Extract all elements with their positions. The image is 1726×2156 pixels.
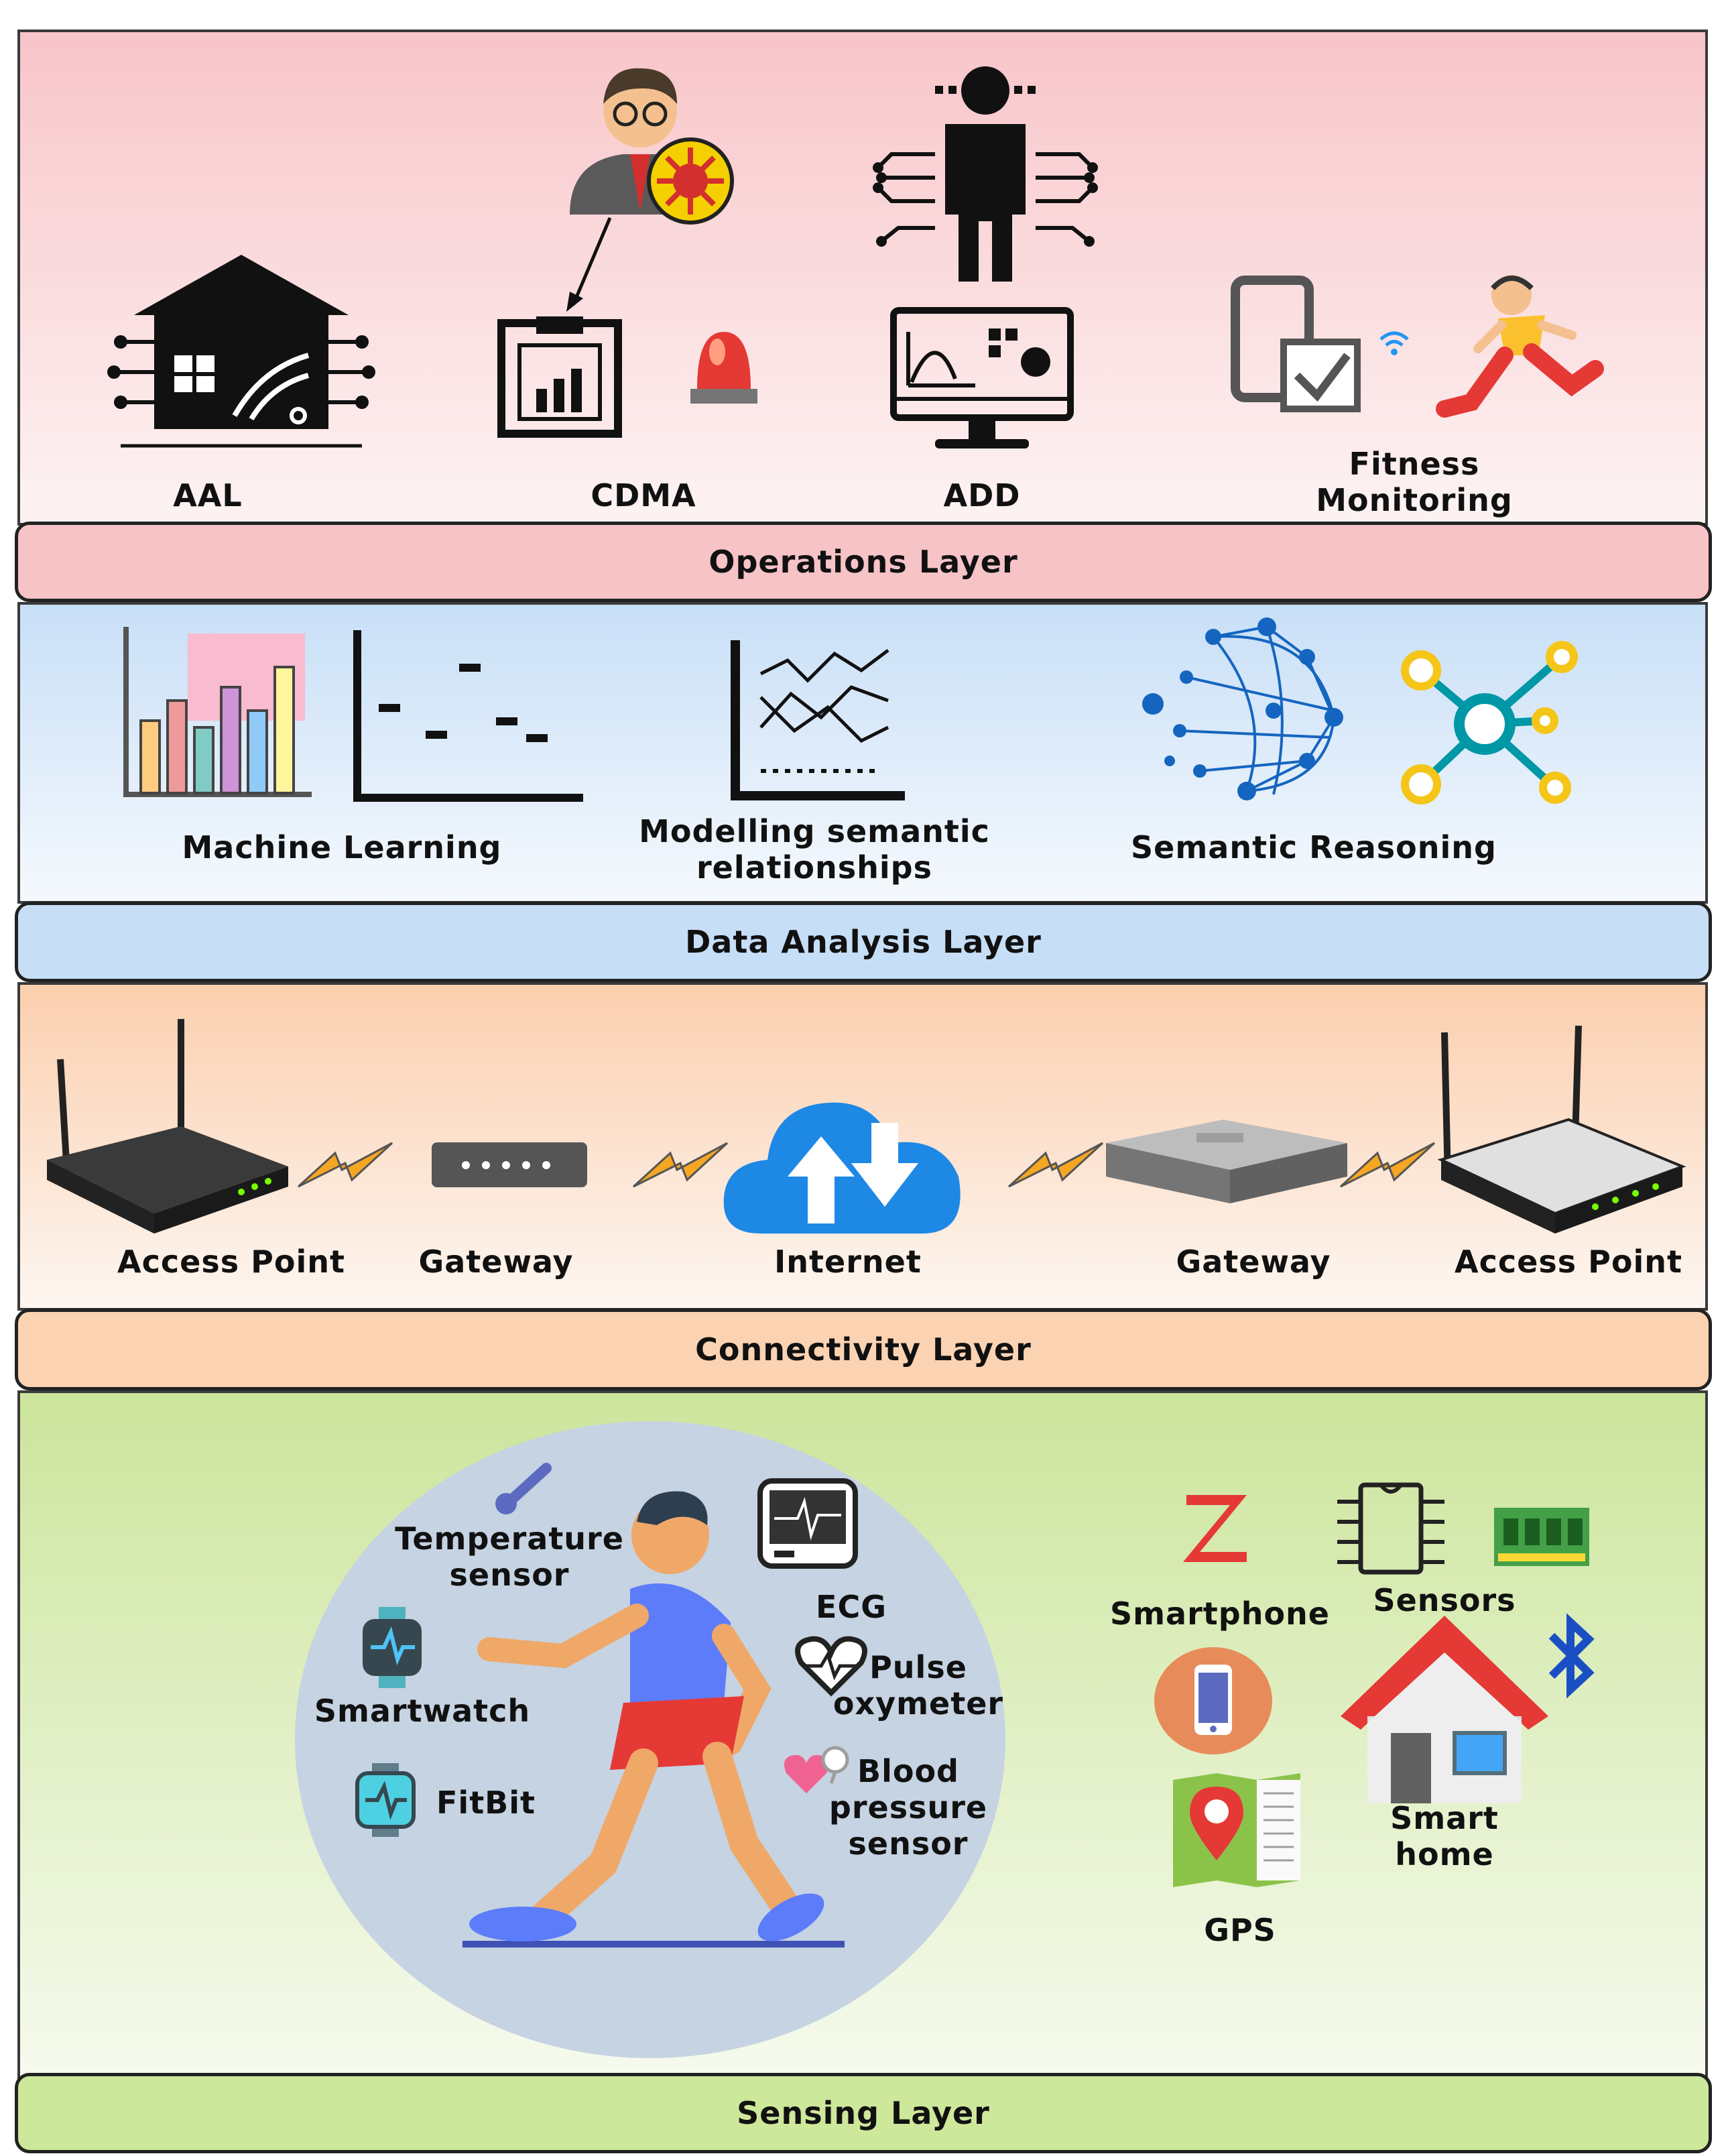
- fitness-monitoring-label: Fitness Monitoring: [1316, 446, 1513, 518]
- cdma-label: CDMA: [591, 477, 696, 514]
- thermometer-icon: [495, 1463, 552, 1514]
- lightning-icon-4: [1339, 1142, 1436, 1188]
- access-point-label-right: Access Point: [1455, 1244, 1682, 1280]
- lightning-icon-2: [632, 1142, 729, 1188]
- wifi-icon: [1379, 331, 1409, 355]
- smart-house-icon: [107, 255, 375, 448]
- data-analysis-layer-bar: Data Analysis Layer: [15, 902, 1712, 982]
- chip-icon: [1337, 1482, 1444, 1575]
- add-label: ADD: [943, 477, 1021, 514]
- blood-pressure-label: Blood pressure sensor: [828, 1753, 988, 1862]
- runner-icon: [1436, 275, 1604, 418]
- sensors-label: Sensors: [1373, 1582, 1516, 1618]
- internet-label: Internet: [774, 1244, 922, 1280]
- smart-home-label: Smart home: [1390, 1800, 1499, 1872]
- monitor-chart-icon: [890, 307, 1074, 448]
- arrow-icon: [566, 217, 612, 312]
- access-point-label-left: Access Point: [117, 1244, 345, 1280]
- router-icon: [47, 1019, 288, 1234]
- blood-pressure-icon: [784, 1746, 849, 1793]
- lightning-icon: [297, 1142, 393, 1188]
- bar-chart-icon: [123, 627, 312, 797]
- smartphone-label: Smartphone: [1109, 1596, 1330, 1632]
- ecg-label: ECG: [816, 1589, 887, 1625]
- network-globe-icon: [1142, 617, 1343, 800]
- phone-check-icon: [1231, 276, 1361, 412]
- z-logo-icon: [1183, 1495, 1247, 1562]
- gateway-server-icon: [1106, 1120, 1347, 1203]
- smartwatch-label: Smartwatch: [314, 1693, 531, 1729]
- bluetooth-icon: [1548, 1613, 1595, 1699]
- router-icon-right: [1437, 1025, 1686, 1234]
- modelling-semantic-label: Modelling semantic relationships: [639, 813, 990, 886]
- heart-icon: [795, 1636, 867, 1697]
- gateway-label-left: Gateway: [418, 1244, 574, 1280]
- scatter-plot-icon: [353, 630, 583, 802]
- alarm-light-icon: [690, 332, 757, 404]
- trend-chart-icon: [731, 640, 905, 800]
- gateway-label-right: Gateway: [1176, 1244, 1331, 1280]
- fitbit-icon: [355, 1763, 416, 1837]
- gateway-icon: [432, 1142, 587, 1187]
- pulse-oxymeter-label: Pulse oxymeter: [833, 1649, 1004, 1722]
- aal-label: AAL: [173, 477, 243, 514]
- operations-panel: [17, 29, 1708, 526]
- house-icon: [1341, 1616, 1548, 1803]
- connectivity-layer-bar: Connectivity Layer: [15, 1309, 1712, 1390]
- smartphone-icon: [1154, 1647, 1272, 1754]
- ecg-monitor-icon: [757, 1478, 858, 1569]
- running-man-icon: [463, 1491, 845, 1948]
- hub-icon: [1401, 641, 1578, 804]
- machine-learning-label: Machine Learning: [182, 829, 502, 865]
- sensing-layer-bar: Sensing Layer: [15, 2073, 1712, 2153]
- temperature-sensor-label: Temperature sensor: [395, 1520, 624, 1593]
- smartwatch-icon: [363, 1607, 422, 1688]
- cloud-icon: [723, 1102, 961, 1234]
- lightning-icon-3: [1007, 1142, 1104, 1188]
- gps-label: GPS: [1204, 1912, 1276, 1948]
- operations-layer-bar: Operations Layer: [15, 522, 1712, 602]
- virus-icon: [647, 137, 734, 225]
- semantic-reasoning-label: Semantic Reasoning: [1131, 829, 1497, 865]
- gps-map-icon: [1173, 1773, 1300, 1887]
- fitbit-label: FitBit: [436, 1785, 536, 1821]
- clipboard-chart-icon: [497, 316, 622, 438]
- humanoid-icon: [873, 66, 1098, 282]
- memory-icon: [1494, 1508, 1589, 1566]
